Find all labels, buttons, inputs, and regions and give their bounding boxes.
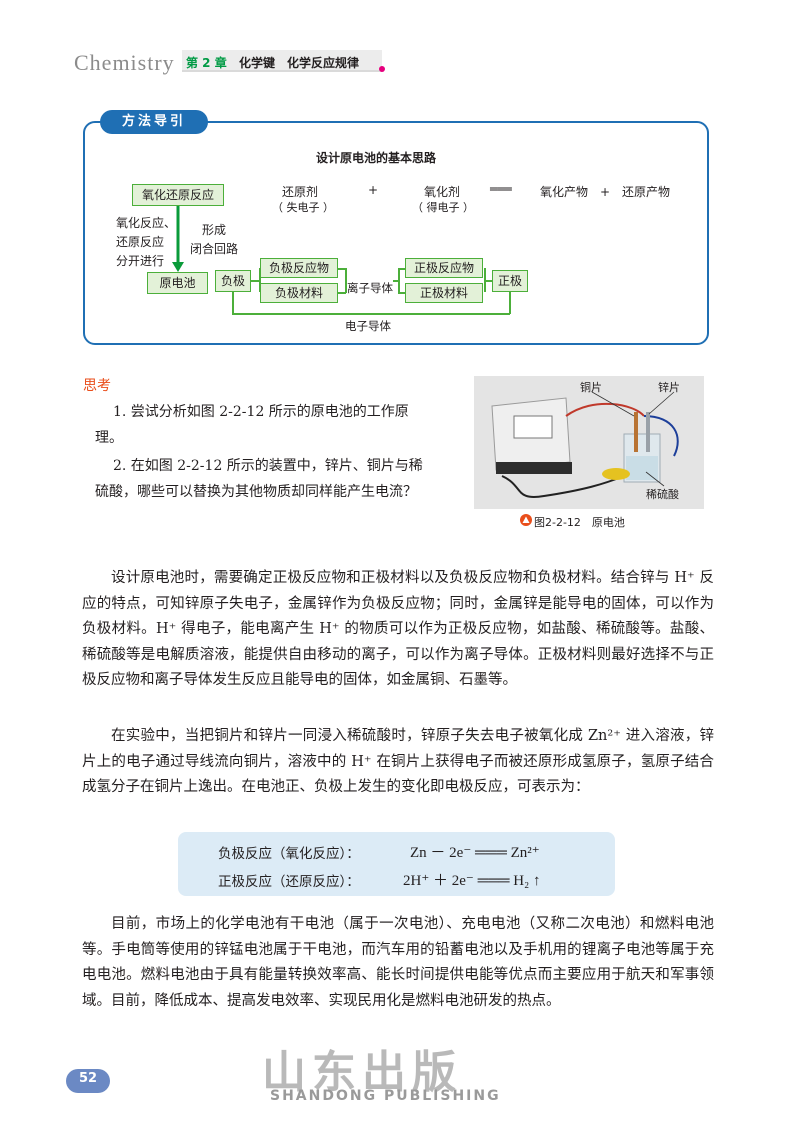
plus-sign: + [368, 183, 379, 197]
positive-reaction-equation: 2H⁺ ＋ 2e⁻ ═══ H₂ ↑ [403, 873, 541, 889]
connector [509, 292, 511, 314]
acid-label: 稀硫酸 [646, 488, 679, 501]
reductant-sub: （ 失电子 ） [272, 201, 334, 214]
left-note-line2: 还原反应 [116, 235, 165, 249]
page-number: 52 [78, 1071, 98, 1086]
positive-reaction-label: 正极反应（还原反应）： [218, 874, 360, 890]
connector [398, 268, 406, 270]
connector [398, 292, 406, 294]
cathode-material-box: 正极材料 [405, 283, 483, 303]
equal-sign: ═══ [490, 182, 512, 196]
connector [398, 268, 400, 293]
anode-reactant-box: 负极反应物 [260, 258, 338, 278]
connector [251, 280, 260, 282]
diagram-title: 设计原电池的基本思路 [316, 151, 437, 165]
anode-material-box: 负极材料 [260, 283, 338, 303]
connector [259, 268, 261, 292]
page-number-badge [66, 1069, 110, 1093]
left-note-line3: 分开进行 [116, 254, 165, 268]
connector [338, 292, 346, 294]
galvanic-cell-box: 原电池 [147, 272, 208, 294]
connector [484, 280, 493, 282]
publisher-watermark-en: SHANDONG PUBLISHING [270, 1088, 501, 1104]
oxidant-label: 氧化剂 [424, 185, 461, 199]
left-note-line1: 氧化反应、 [116, 216, 177, 230]
negative-reaction-label: 负极反应（氧化反应）： [218, 846, 360, 862]
figure-caption: 图2-2-12 原电池 [534, 516, 625, 529]
connector [232, 313, 510, 315]
think-question-1: 1. 尝试分析如图 2-2-12 所示的原电池的工作原理。 [95, 404, 409, 446]
think-heading: 思考 [83, 378, 111, 394]
redox-reaction-box: 氧化还原反应 [132, 184, 224, 206]
chapter-number: 第 2 章 [186, 56, 227, 70]
negative-reaction-equation: Zn － 2e⁻ ═══ Zn²⁺ [410, 845, 540, 861]
connector [232, 292, 234, 314]
galvanic-cell-photo [474, 376, 704, 509]
figure-marker-icon [520, 514, 532, 526]
body-paragraph-2: 在实验中，当把铜片和锌片一同浸入稀硫酸时，锌原子失去电子被氧化成 Zn²⁺ 进入… [82, 728, 714, 795]
electron-conductor-label: 电子导体 [345, 319, 391, 333]
body-paragraph-1: 设计原电池时，需要确定正极反应物和正极材料以及负极反应物和负极材料。结合锌与 H… [82, 570, 714, 688]
connector [338, 268, 346, 270]
publisher-watermark: 山东出版 [262, 1047, 462, 1098]
header-brand: Chemistry [74, 50, 175, 75]
chapter-title: 化学键 化学反应规律 [239, 56, 360, 70]
method-guide-tag: 方法导引 [100, 110, 208, 134]
down-arrow-icon [172, 206, 184, 272]
oxidant-sub: （ 得电子 ） [412, 201, 474, 214]
products-label: 氧化产物 + 还原产物 [540, 185, 671, 199]
header-band [182, 50, 385, 72]
mid-note-line2: 闭合回路 [190, 242, 239, 256]
mid-note-line1: 形成 [202, 223, 227, 237]
cathode-box: 正极 [492, 270, 528, 292]
copper-plate-label: 铜片 [580, 381, 602, 394]
body-paragraph-3: 目前，市场上的化学电池有干电池（属于一次电池）、充电电池（又称二次电池）和燃料电… [82, 916, 714, 1009]
reductant-label: 还原剂 [282, 185, 319, 199]
method-guide-box [83, 121, 709, 345]
think-question-2: 2. 在如图 2-2-12 所示的装置中，锌片、铜片与稀硫酸，哪些可以替换为其他… [95, 458, 423, 500]
header-dot-icon [379, 66, 385, 72]
zinc-plate-label: 锌片 [658, 381, 680, 394]
ion-conductor-label: 离子导体 [347, 280, 393, 296]
anode-box: 负极 [215, 270, 251, 292]
cathode-reactant-box: 正极反应物 [405, 258, 483, 278]
electrode-reaction-box [178, 832, 615, 896]
